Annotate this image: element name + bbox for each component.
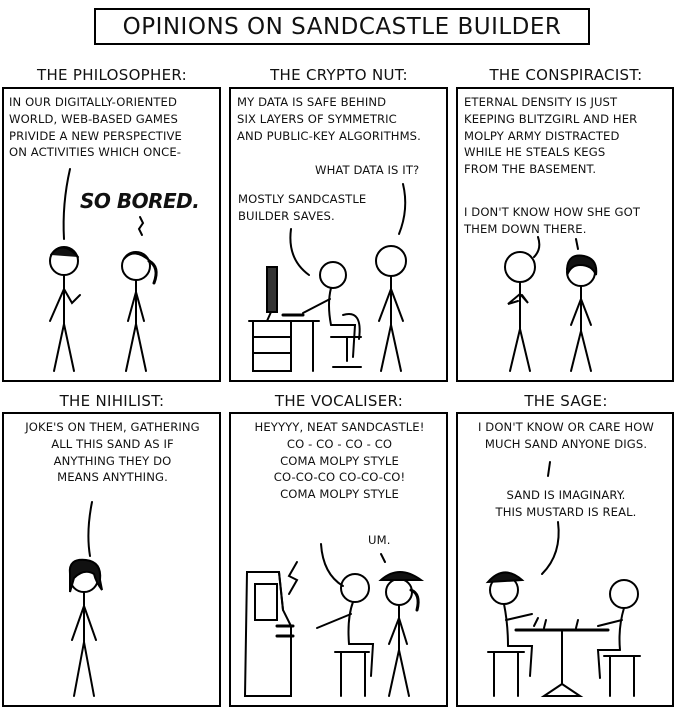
panel-sage: I DON'T KNOW OR CARE HOW MUCH SAND ANYON… (456, 412, 674, 707)
conspiracist-reply: I DON'T KNOW HOW SHE GOT THEM DOWN THERE… (464, 205, 641, 236)
nihilist-drawing (68, 501, 103, 697)
vocaliser-reply: UM. (368, 533, 391, 547)
panel-title-vocaliser: THE VOCALISER: (274, 392, 404, 410)
conspiracist-drawing (504, 236, 598, 372)
crypto-speech: MY DATA IS SAFE BEHIND SIX LAYERS OF SYM… (237, 95, 421, 143)
comic-title: OPINIONS ON SANDCASTLE BUILDER (94, 8, 590, 45)
crypto-question: WHAT DATA IS IT? (315, 163, 420, 177)
panel-conspiracist: ETERNAL DENSITY IS JUST KEEPING BLITZGIR… (456, 87, 674, 382)
vocaliser-speech: HEYYYY, NEAT SANDCASTLE! CO - CO - CO - … (254, 420, 425, 502)
philosopher-drawing (49, 168, 158, 372)
sage-drawing (485, 461, 641, 697)
panel-vocaliser: HEYYYY, NEAT SANDCASTLE! CO - CO - CO - … (229, 412, 448, 707)
nihilist-speech: JOKE'S ON THEM, GATHERING ALL THIS SAND … (25, 420, 200, 485)
panel-nihilist: JOKE'S ON THEM, GATHERING ALL THIS SAND … (2, 412, 221, 707)
crypto-answer: MOSTLY SANDCASTLE BUILDER SAVES. (238, 192, 367, 223)
panel-title-nihilist: THE NIHILIST: (59, 392, 165, 410)
crypto-drawing (248, 183, 407, 372)
panel-title-conspiracist: THE CONSPIRACIST: (489, 66, 643, 84)
sage-speech: I DON'T KNOW OR CARE HOW MUCH SAND ANYON… (477, 420, 654, 451)
panel-title-crypto-nut: THE CRYPTO NUT: (270, 66, 408, 84)
panel-title-sage: THE SAGE: (524, 392, 608, 410)
conspiracist-speech: ETERNAL DENSITY IS JUST KEEPING BLITZGIR… (464, 95, 638, 177)
vocaliser-drawing (243, 543, 425, 697)
bored-reply: SO BORED. (80, 189, 200, 213)
philosopher-speech: IN OUR DIGITALLY-ORIENTED WORLD, WEB-BAS… (9, 95, 182, 160)
panel-crypto-nut: MY DATA IS SAFE BEHIND SIX LAYERS OF SYM… (229, 87, 448, 382)
sage-speech-2: SAND IS IMAGINARY. THIS MUSTARD IS REAL. (495, 488, 637, 519)
panel-philosopher: IN OUR DIGITALLY-ORIENTED WORLD, WEB-BAS… (2, 87, 221, 382)
panel-title-philosopher: THE PHILOSOPHER: (36, 66, 187, 84)
